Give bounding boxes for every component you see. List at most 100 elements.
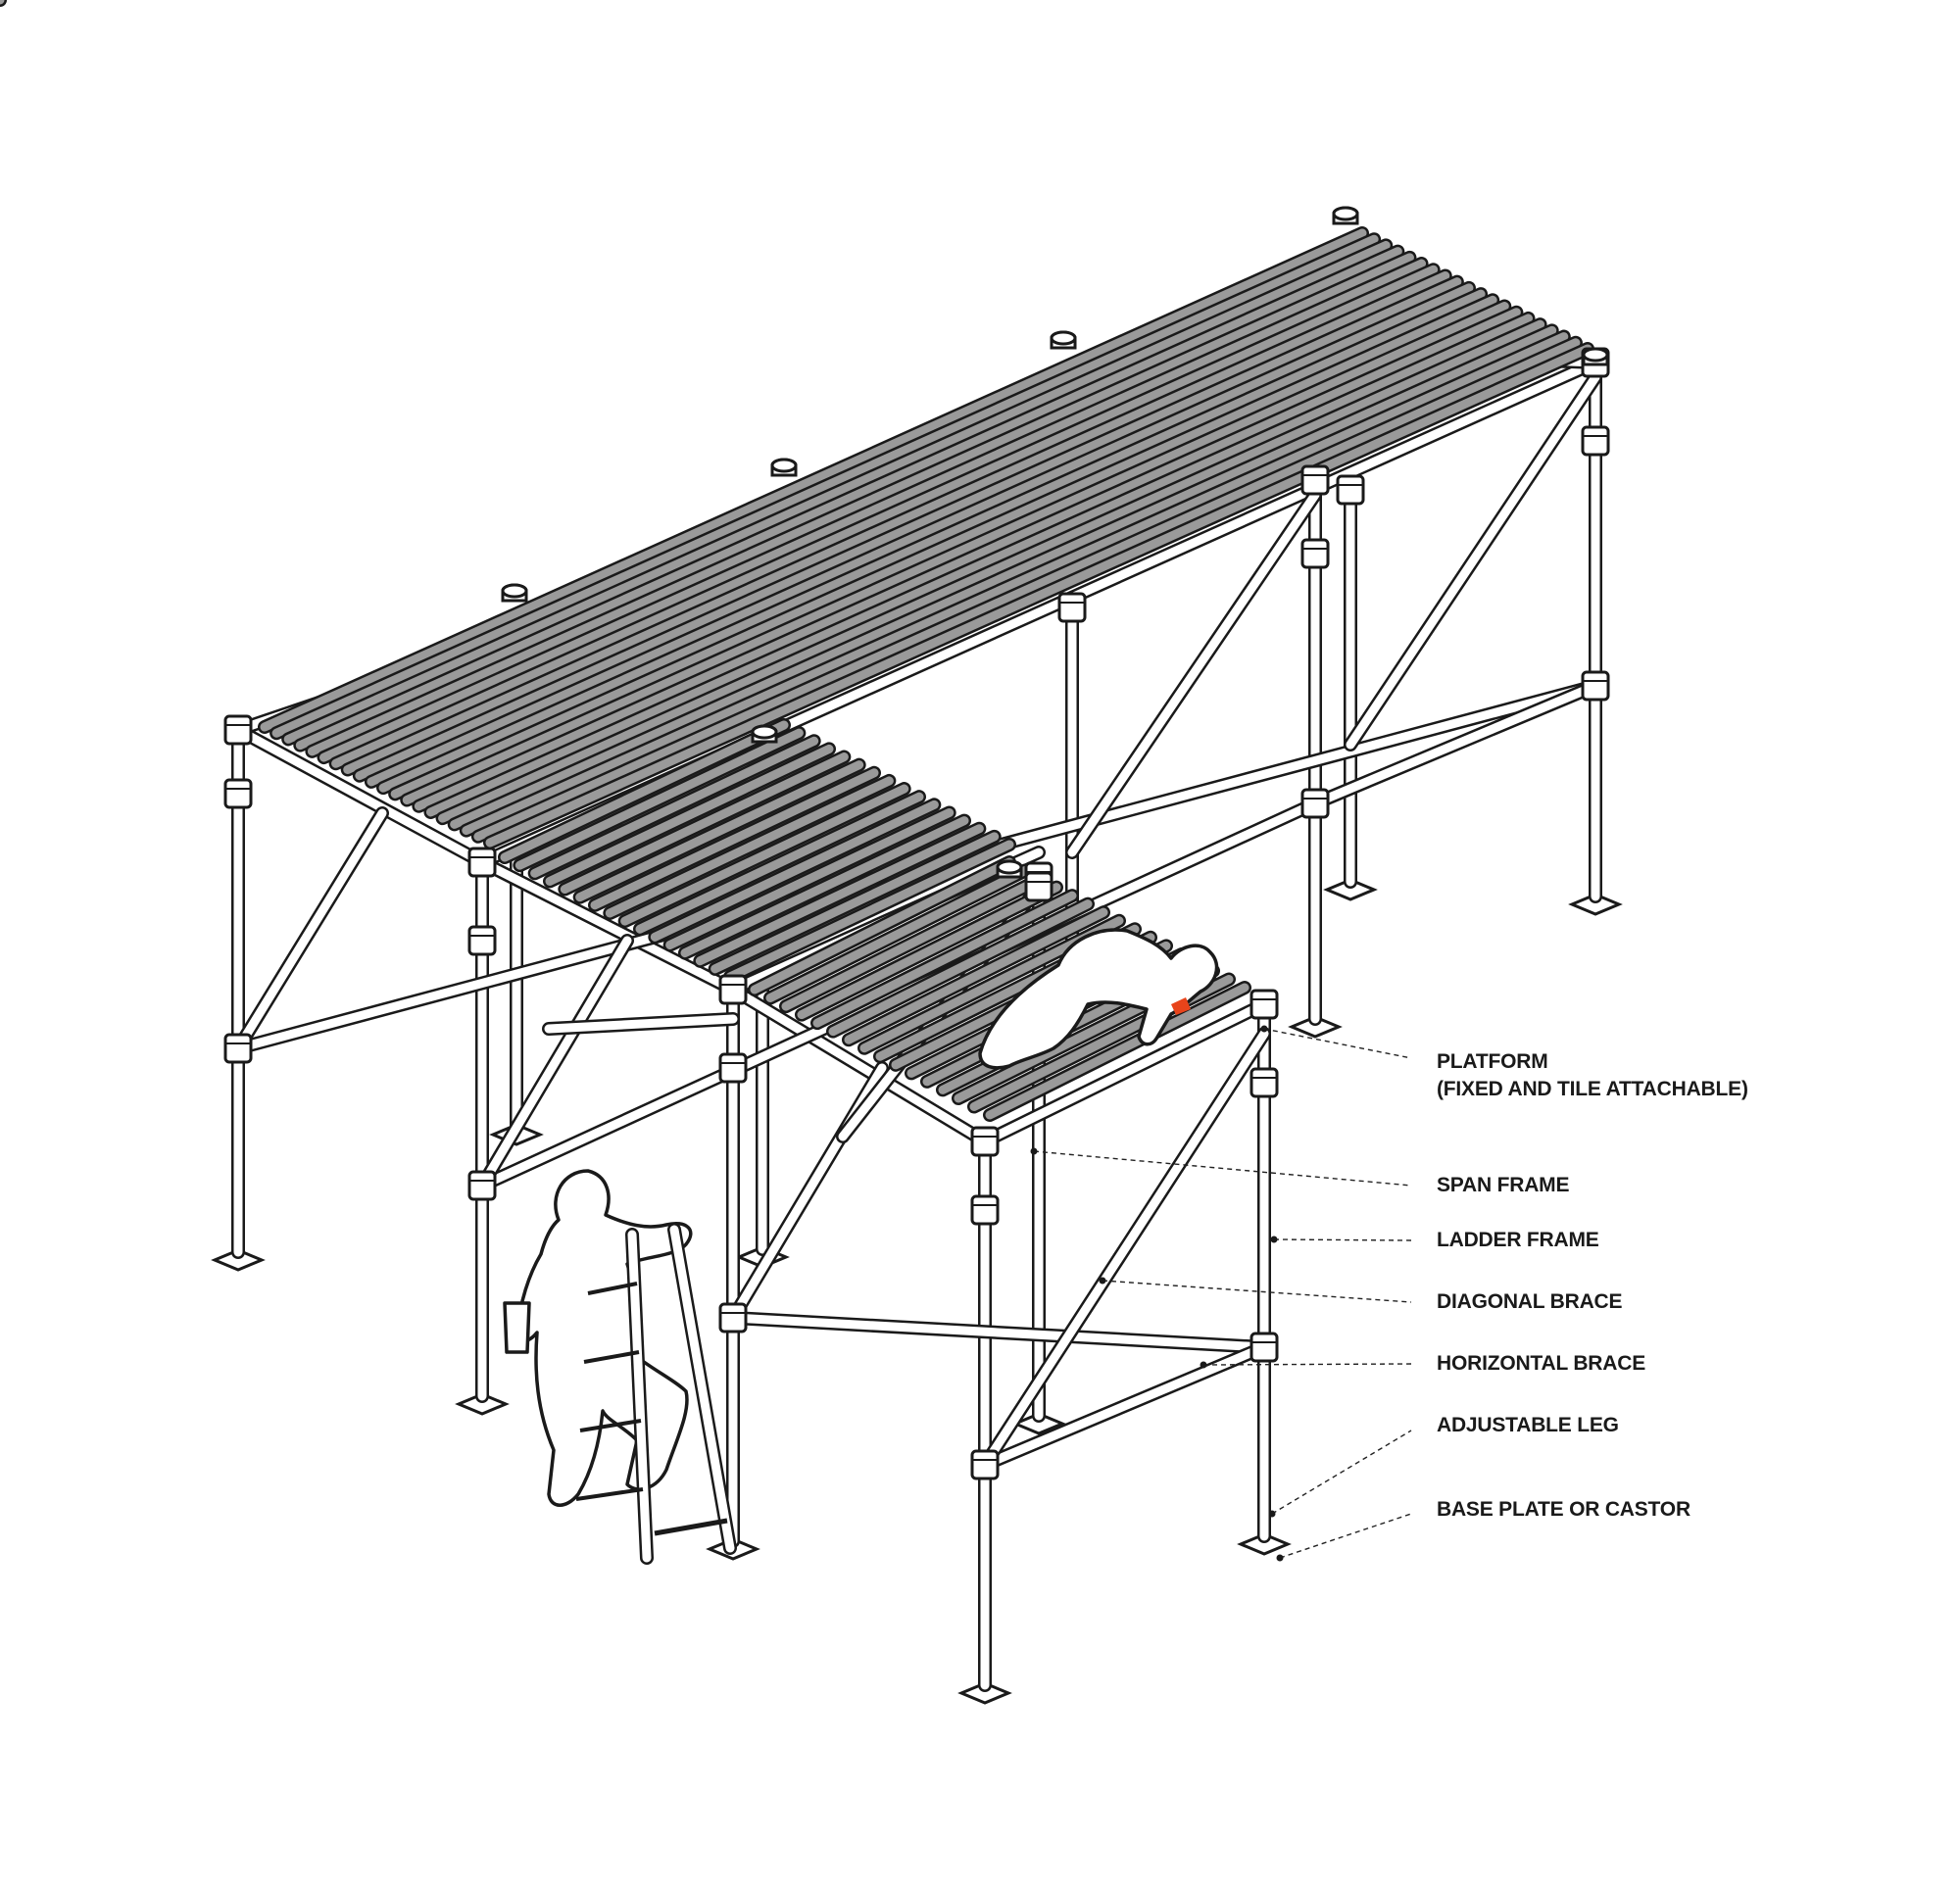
platform-plank (763, 863, 1032, 1005)
callout-leader (1279, 1513, 1412, 1559)
callout-leaders (1030, 1025, 1412, 1562)
platform-label: PLATFORM (FIXED AND TILE ATTACHABLE) (1437, 1048, 1748, 1103)
ladder-rung (579, 1419, 642, 1432)
span-frame-end (978, 997, 1271, 1148)
fitting (467, 1170, 497, 1201)
platform-plank (459, 329, 1571, 838)
base-plate (957, 1681, 1012, 1705)
platform-plank (842, 905, 1110, 1047)
platform-plank (543, 742, 836, 889)
platform-plank (527, 734, 821, 881)
callout-leader (1033, 1150, 1412, 1187)
platform-plank (662, 805, 956, 952)
base-plate (1011, 1412, 1066, 1435)
platform-plank (693, 821, 987, 968)
platform-plank (826, 897, 1095, 1039)
fitting (1250, 1332, 1279, 1363)
platform-plank (748, 855, 1016, 996)
ladder-frame-label: LADDER FRAME (1437, 1227, 1599, 1254)
platform-plank (293, 244, 1405, 752)
post-cap-top (996, 859, 1023, 875)
horizontal-brace (1308, 679, 1602, 810)
ladder-rung (583, 1350, 640, 1364)
fitting (718, 1052, 748, 1084)
platform-plank (708, 829, 1002, 976)
base-plate (1237, 1532, 1292, 1556)
platform-plank (498, 718, 791, 864)
horizontal-brace-label: HORIZONTAL BRACE (1437, 1350, 1645, 1378)
fitting (223, 714, 253, 746)
platform-plank (617, 782, 911, 929)
platform-label-line2: (FIXED AND TILE ATTACHABLE) (1437, 1078, 1748, 1100)
fitting (1300, 464, 1330, 496)
ladder-rung (575, 1487, 644, 1501)
post-cap-top (501, 583, 528, 599)
platform-plank (470, 335, 1583, 844)
fitting (1250, 1067, 1279, 1098)
adjustable-leg-label-text: ADJUSTABLE LEG (1437, 1414, 1619, 1436)
span-frame-section (726, 983, 992, 1148)
span-frame-label: SPAN FRAME (1437, 1172, 1569, 1199)
callout-dot (1268, 1510, 1276, 1518)
platform-plank (603, 773, 897, 920)
ladder-rung (587, 1282, 638, 1295)
callout-dot (1030, 1147, 1038, 1155)
post-cap-top (1582, 347, 1609, 363)
platform-plank (983, 981, 1251, 1122)
adjustable-legs (231, 356, 1602, 1692)
base-plate (211, 1248, 266, 1272)
platform-plank (388, 293, 1500, 801)
fitting (1057, 592, 1087, 623)
diagonal-brace (475, 934, 634, 1192)
horizontal-brace (726, 1311, 1271, 1354)
horizontal-brace-label-text: HORIZONTAL BRACE (1437, 1352, 1646, 1375)
platform-plank (810, 889, 1079, 1031)
platform-planks (0, 0, 1594, 1122)
platform-plank (423, 311, 1536, 819)
base-plate-label-text: BASE PLATE OR CASTOR (1437, 1498, 1690, 1521)
base-plate (1568, 893, 1623, 916)
ladder-spreader (654, 1518, 728, 1536)
kneeling-worker (978, 928, 1219, 1070)
post-cap-top (751, 724, 778, 740)
platform-plank (678, 813, 971, 960)
fitting (1300, 538, 1330, 569)
base-plate-label: BASE PLATE OR CASTOR (1437, 1496, 1690, 1524)
span-frame-section (475, 855, 740, 996)
platform-plank (513, 726, 807, 873)
tube-fittings (223, 206, 1610, 1480)
platform-plank (572, 757, 866, 904)
post-cap-top (1050, 330, 1077, 346)
post-cap-top (770, 458, 798, 473)
platform-plank (435, 317, 1547, 826)
platform-plank (281, 238, 1394, 747)
callout-leader (1263, 1028, 1412, 1059)
platform-plank (633, 790, 926, 937)
diagonal-brace (1344, 370, 1602, 752)
callout-dot (1099, 1277, 1106, 1285)
platform-plank (648, 798, 942, 945)
diagonal-brace (542, 1012, 740, 1036)
fitting (467, 925, 497, 956)
base-plates (211, 878, 1623, 1705)
base-plate (1323, 878, 1378, 901)
platform-plank (723, 838, 1016, 984)
fitting (467, 847, 497, 878)
post-cap-top (1332, 206, 1359, 221)
fitting (1581, 670, 1610, 702)
fitting (1300, 788, 1330, 819)
diagonal-brace-label: DIAGONAL BRACE (1437, 1288, 1623, 1316)
fitting (1581, 425, 1610, 457)
callout-leader (1102, 1280, 1412, 1303)
workers (503, 928, 1219, 1565)
fitting (970, 1449, 1000, 1480)
climbing-worker (515, 1169, 693, 1507)
platform-plank (258, 226, 1369, 734)
callout-dot (1276, 1554, 1284, 1562)
step-ladder (575, 1223, 737, 1565)
ladder-frame-label-text: LADDER FRAME (1437, 1229, 1599, 1251)
fitting (718, 974, 748, 1005)
platform-plank (352, 274, 1464, 783)
platform-plank (558, 750, 852, 897)
